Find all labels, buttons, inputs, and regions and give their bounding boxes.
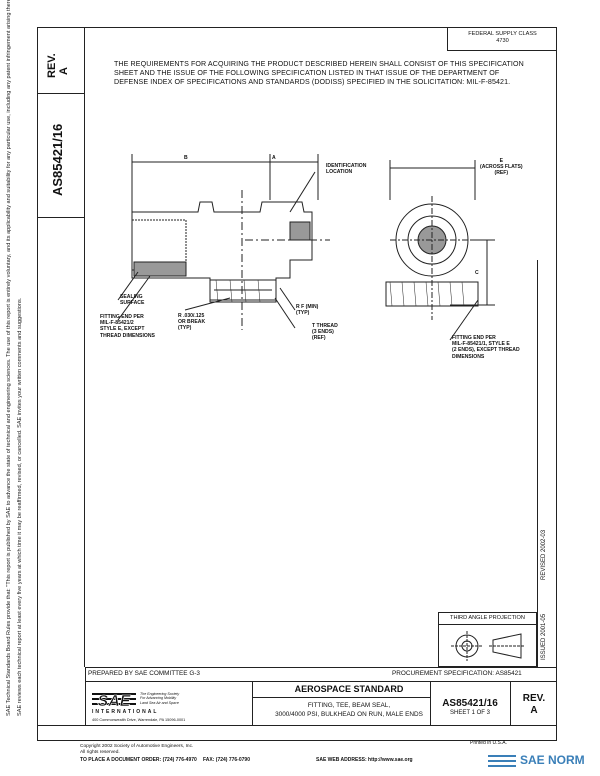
printed-in: Printed in U.S.A.	[470, 740, 507, 746]
dimension-b-label: B	[184, 155, 188, 161]
rev-label: REV. A	[522, 693, 546, 716]
t-thread-label: T THREAD (3 ENDS) (REF)	[312, 323, 338, 342]
end-view-base	[385, 281, 479, 307]
e-across-flats-label: E (ACROSS FLATS) (REF)	[480, 158, 523, 177]
sheet-number: SHEET 1 OF 3	[450, 710, 490, 716]
divider	[37, 725, 557, 726]
standard-title: AEROSPACE STANDARD	[294, 684, 404, 694]
fitting-side-view	[131, 201, 313, 301]
rf-note-label: R F (MIN) (TYP)	[296, 304, 319, 317]
break-note-label: R .030/.125 OR BREAK (TYP)	[178, 313, 206, 332]
third-angle-projection-label: THIRD ANGLE PROJECTION	[450, 615, 525, 621]
disclaimer-text: SAE Technical Standards Board Rules prov…	[6, 0, 24, 716]
order-phone: TO PLACE A DOCUMENT ORDER: (724) 776-497…	[80, 757, 197, 763]
sealing-surface-label: SEALING SURFACE	[120, 294, 145, 307]
third-angle-projection-box	[438, 612, 537, 667]
divider	[253, 697, 430, 698]
sae-international: INTERNATIONAL	[92, 709, 159, 715]
sae-logo: SAE	[92, 690, 136, 710]
copyright: Copyright 2002 Society of Automotive Eng…	[80, 744, 194, 756]
divider	[85, 681, 557, 682]
requirements-text: THE REQUIREMENTS FOR ACQUIRING THE PRODU…	[114, 60, 524, 87]
divider	[430, 681, 431, 725]
fitting-end-left-label: FITTING END PER MIL-F-85421/2 STYLE E, E…	[100, 314, 155, 339]
divider	[85, 667, 557, 668]
fitting-end-right-label: FITTING END PER MIL-F-85421/1, STYLE E (…	[452, 335, 520, 360]
sae-norm-logo-icon	[488, 755, 516, 767]
issued-date: ISSUED 2001-05	[541, 613, 547, 660]
revised-date: REVISED 2002-03	[541, 529, 547, 580]
web-address: SAE WEB ADDRESS: http://www.sae.org	[316, 757, 413, 763]
divider	[438, 624, 537, 625]
doc-number: AS85421/16	[442, 698, 498, 709]
divider	[85, 667, 86, 725]
svg-text:SAE: SAE	[98, 693, 132, 710]
divider	[37, 217, 85, 218]
prepared-by: PREPARED BY SAE COMMITTEE G-3	[88, 670, 200, 677]
left-margin-column	[37, 27, 85, 667]
drawing-frame	[37, 27, 557, 741]
sae-address: 400 Commonwealth Drive, Warrendale, PA 1…	[92, 718, 186, 722]
federal-supply-class: FEDERAL SUPPLY CLASS 4730	[447, 27, 557, 51]
doc-number-left: AS85421/16	[50, 123, 65, 196]
fitting-title: FITTING, TEE, BEAM SEAL, 3000/4000 PSI, …	[275, 702, 423, 718]
projection-symbol	[451, 631, 525, 661]
right-revision-column	[537, 260, 557, 667]
sae-norm-brand: SAE NORM	[520, 753, 585, 767]
dimension-c-label: C	[475, 270, 479, 276]
divider	[510, 681, 511, 725]
procurement-specification: PROCUREMENT SPECIFICATION: AS85421	[392, 670, 522, 677]
divider	[252, 681, 253, 725]
dimension-a-label: A	[272, 155, 276, 161]
divider	[37, 93, 85, 94]
sae-description: The Engineering Society For Advancing Mo…	[140, 692, 180, 705]
rev-label-left: REV.A	[46, 53, 70, 78]
fax-number: FAX: (724) 776-0790	[203, 757, 250, 763]
identification-label: IDENTIFICATION LOCATION	[326, 163, 367, 176]
technical-drawing	[117, 154, 495, 341]
